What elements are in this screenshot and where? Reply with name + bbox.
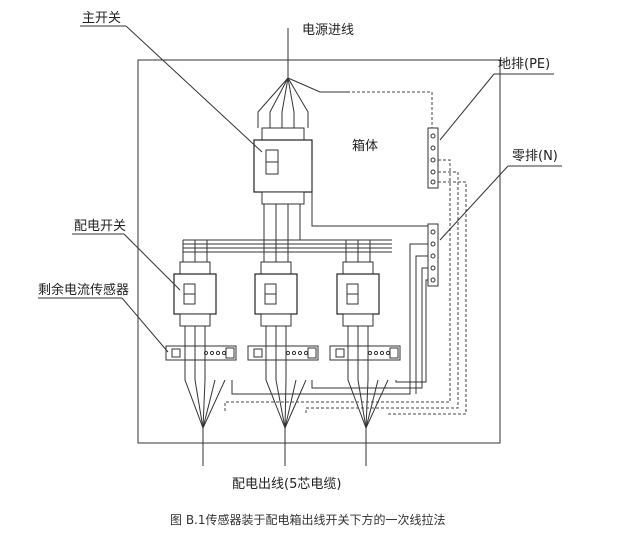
distribution-switch-label: 配电开关 (74, 219, 126, 234)
pe-line-top (352, 91, 433, 128)
main-switch-fan (257, 77, 350, 128)
sensor-side-terminals (225, 347, 399, 359)
ground-bar-pe (427, 127, 439, 189)
distribution-switch-2 (254, 240, 298, 327)
figure-caption: 图 B.1传感器装于配电箱出线开关下方的一次线拉法 (170, 512, 446, 527)
ground-bar-label: 地排(PE) (498, 57, 550, 72)
label-leaders (38, 25, 562, 353)
distribution-switch-1 (173, 240, 217, 327)
output-fan-2 (265, 326, 307, 429)
output-line-label: 配电出线(5芯电缆) (232, 476, 341, 492)
main-switch-output (263, 160, 432, 240)
main-switch-label: 主开关 (82, 11, 121, 26)
neutral-bar-n (427, 223, 439, 287)
output-fan-3 (347, 326, 389, 429)
cabinet-label: 箱体 (352, 138, 378, 154)
neutral-bar-label: 零排(N) (512, 149, 558, 164)
output-fan-1 (184, 326, 226, 429)
rcd-sensor-1 (165, 345, 237, 361)
power-input-label: 电源进线 (302, 23, 354, 38)
cabinet-enclosure (137, 59, 501, 444)
neutral-wires (231, 243, 428, 395)
distribution-switch-3 (336, 240, 380, 327)
pe-wires (224, 159, 467, 415)
rcd-sensor-label: 剩余电流传感器 (38, 282, 129, 298)
main-switch (253, 127, 313, 205)
